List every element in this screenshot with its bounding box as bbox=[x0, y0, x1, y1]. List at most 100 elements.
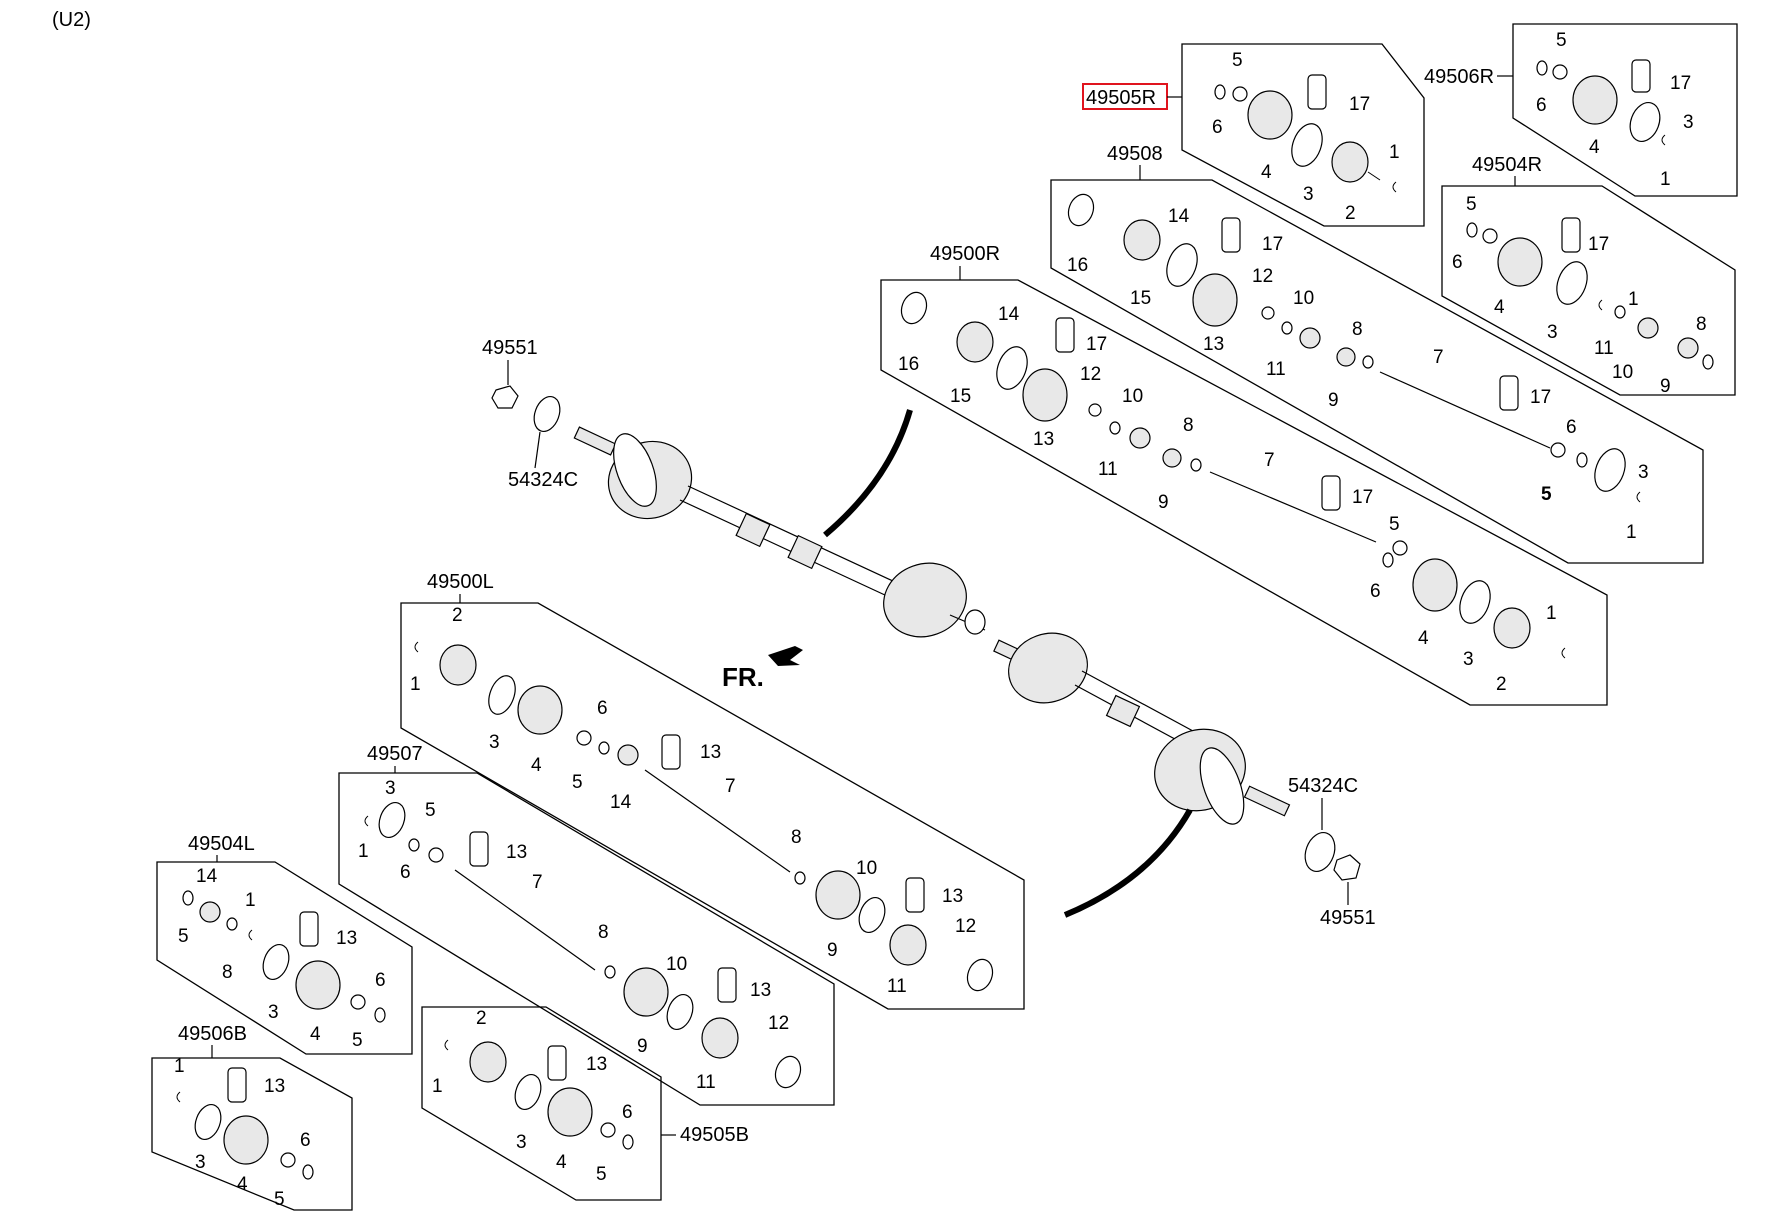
callout: 1 bbox=[432, 1076, 443, 1097]
assembly-label-49504R[interactable]: 49504R bbox=[1472, 154, 1542, 176]
callout: 11 bbox=[696, 1072, 716, 1093]
box-49504L bbox=[156, 861, 413, 1055]
callout: 17 bbox=[1588, 234, 1609, 255]
assembly-label-49507[interactable]: 49507 bbox=[367, 743, 423, 765]
box-49507 bbox=[338, 772, 835, 1106]
callout: 6 bbox=[300, 1130, 311, 1151]
callouts-49505B: 2 1 13 3 4 5 6 bbox=[432, 1008, 633, 1185]
part-label-54324C-bottom[interactable]: 54324C bbox=[1288, 775, 1358, 797]
callout: 6 bbox=[597, 698, 608, 719]
callout: 12 bbox=[1252, 266, 1273, 287]
callout: 4 bbox=[1494, 297, 1505, 318]
right-drive-shaft bbox=[573, 426, 986, 638]
assembly-label-49508[interactable]: 49508 bbox=[1107, 143, 1163, 165]
hub-nut-top bbox=[491, 385, 519, 409]
diagram-code-label: (U2) bbox=[52, 9, 91, 31]
callout: 12 bbox=[1080, 364, 1101, 385]
callout: 9 bbox=[1328, 390, 1339, 411]
callout: 5 bbox=[1556, 30, 1567, 51]
callout: 10 bbox=[856, 858, 877, 879]
callout: 8 bbox=[1183, 415, 1194, 436]
callout: 11 bbox=[887, 976, 907, 997]
callout: 9 bbox=[1158, 492, 1169, 513]
assembly-label-49506R[interactable]: 49506R bbox=[1424, 66, 1494, 88]
callouts-49505R: 5 6 17 4 3 2 1 bbox=[1212, 50, 1400, 224]
callout: 4 bbox=[237, 1174, 248, 1195]
callouts-49500R: 16 15 14 13 17 12 11 10 9 8 7 17 5 6 4 3… bbox=[898, 304, 1557, 695]
box-49500L bbox=[400, 602, 1025, 1010]
callout: 1 bbox=[1546, 603, 1557, 624]
part-label-54324C-top[interactable]: 54324C bbox=[508, 469, 578, 491]
callout: 8 bbox=[222, 962, 233, 983]
front-arrow-icon bbox=[768, 646, 803, 666]
assembly-label-49505R[interactable]: 49505R bbox=[1086, 87, 1156, 109]
callout: 8 bbox=[791, 827, 802, 848]
front-direction-label: FR. bbox=[722, 662, 764, 692]
callout: 6 bbox=[1536, 95, 1547, 116]
callout: 4 bbox=[531, 755, 542, 776]
callout: 9 bbox=[1660, 376, 1671, 397]
callout: 3 bbox=[1638, 462, 1649, 483]
callout: 5 bbox=[1541, 484, 1552, 505]
callout: 12 bbox=[955, 916, 976, 937]
callout: 5 bbox=[1232, 50, 1243, 71]
callout: 13 bbox=[1033, 429, 1054, 450]
callout: 14 bbox=[1168, 206, 1190, 227]
box-49506R bbox=[1512, 23, 1738, 197]
callout: 10 bbox=[1612, 362, 1633, 383]
callout: 11 bbox=[1594, 338, 1614, 359]
callout: 1 bbox=[1626, 522, 1637, 543]
callout: 1 bbox=[174, 1056, 185, 1077]
callout: 3 bbox=[1303, 184, 1314, 205]
callout: 12 bbox=[768, 1013, 789, 1034]
callout: 6 bbox=[375, 970, 386, 991]
assembly-label-49500R[interactable]: 49500R bbox=[930, 243, 1000, 265]
callout: 10 bbox=[1122, 386, 1143, 407]
callout: 10 bbox=[1293, 288, 1314, 309]
callout: 14 bbox=[196, 866, 218, 887]
callout: 6 bbox=[622, 1102, 633, 1123]
callout: 17 bbox=[1349, 94, 1370, 115]
callout: 7 bbox=[532, 872, 543, 893]
callout: 7 bbox=[1433, 347, 1444, 368]
callout: 5 bbox=[274, 1189, 285, 1210]
assembly-label-49505B[interactable]: 49505B bbox=[680, 1124, 749, 1146]
callout: 2 bbox=[452, 605, 463, 626]
box-49508 bbox=[1050, 179, 1704, 564]
callout: 7 bbox=[725, 776, 736, 797]
assembly-label-49506B[interactable]: 49506B bbox=[178, 1023, 247, 1045]
callout: 17 bbox=[1670, 73, 1691, 94]
callout: 6 bbox=[1370, 581, 1381, 602]
callout: 9 bbox=[827, 940, 838, 961]
callout: 13 bbox=[700, 742, 721, 763]
callout: 5 bbox=[572, 772, 583, 793]
callout: 5 bbox=[1466, 194, 1477, 215]
callouts-49506B: 1 13 3 4 5 6 bbox=[174, 1056, 311, 1210]
callouts-49507: 3 1 6 5 13 7 8 9 10 11 13 12 bbox=[358, 778, 789, 1093]
callout: 8 bbox=[1352, 319, 1363, 340]
callout: 16 bbox=[898, 354, 919, 375]
callout: 3 bbox=[516, 1132, 527, 1153]
callout: 8 bbox=[598, 922, 609, 943]
callout: 3 bbox=[268, 1002, 279, 1023]
callouts-49504L: 14 5 8 1 13 3 4 5 6 bbox=[178, 866, 386, 1051]
part-label-49551-bottom[interactable]: 49551 bbox=[1320, 907, 1376, 929]
assembly-label-49504L[interactable]: 49504L bbox=[188, 833, 255, 855]
assembly-label-49500L[interactable]: 49500L bbox=[427, 571, 494, 593]
box-49500R bbox=[880, 279, 1608, 706]
callouts-49504R: 5 6 17 4 1 3 11 10 9 8 bbox=[1452, 194, 1707, 397]
callout: 5 bbox=[178, 926, 189, 947]
callouts-49500L: 2 1 3 4 5 6 14 13 7 8 9 10 11 13 12 bbox=[410, 605, 976, 997]
callout: 5 bbox=[1389, 514, 1400, 535]
callout: 1 bbox=[245, 890, 256, 911]
callouts-49508: 16 15 14 13 17 12 11 10 9 8 7 17 6 5 3 1 bbox=[1067, 206, 1649, 543]
part-label-49551-top[interactable]: 49551 bbox=[482, 337, 538, 359]
leader-arc-left-shaft bbox=[1063, 808, 1193, 918]
callout: 2 bbox=[476, 1008, 487, 1029]
callout: 9 bbox=[637, 1036, 648, 1057]
callout: 13 bbox=[1203, 334, 1224, 355]
callout: 3 bbox=[1547, 322, 1558, 343]
callout: 1 bbox=[1628, 289, 1639, 310]
callout: 1 bbox=[410, 674, 421, 695]
